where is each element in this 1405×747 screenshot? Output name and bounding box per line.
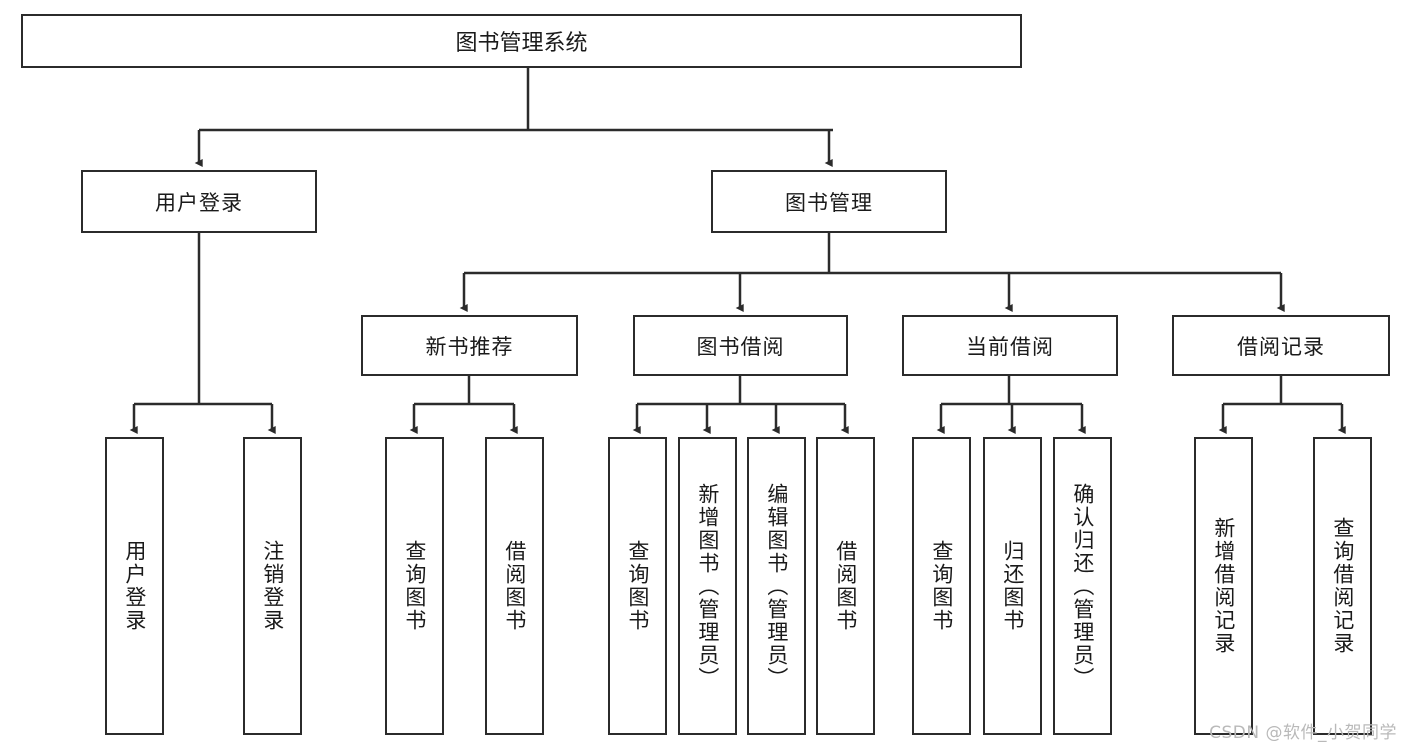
node-label: 新书推荐 [425,334,514,359]
node-label: 图书管理系统 [455,31,588,56]
node-book-management[interactable]: 图书管理 [711,170,947,233]
node-label: 用户登录 [155,190,243,215]
node-label: 图书借阅 [696,334,785,359]
node-label: 确认归还（管理员） [1070,482,1095,690]
node-label: 查询图书 [929,540,954,632]
node-label: 图书管理 [785,190,873,215]
node-label: 新增图书（管理员） [695,482,720,690]
leaf-borrow-add-book-admin[interactable]: 新增图书（管理员） [678,437,737,735]
node-label: 归还图书 [1000,540,1025,632]
node-label: 查询借阅记录 [1330,517,1355,655]
leaf-current-confirm-return-admin[interactable]: 确认归还（管理员） [1053,437,1112,735]
leaf-user-login-signin[interactable]: 用户登录 [105,437,164,735]
node-user-login[interactable]: 用户登录 [81,170,317,233]
node-label: 当前借阅 [966,334,1054,359]
node-book-borrow[interactable]: 图书借阅 [633,315,848,376]
leaf-borrow-query-book[interactable]: 查询图书 [608,437,667,735]
leaf-records-query-record[interactable]: 查询借阅记录 [1313,437,1372,735]
leaf-user-login-signout[interactable]: 注销登录 [243,437,302,735]
leaf-current-query-book[interactable]: 查询图书 [912,437,971,735]
node-label: 查询图书 [625,540,650,632]
watermark-text: CSDN @软件_小贺同学 [1209,723,1397,743]
node-label: 借阅记录 [1237,334,1325,359]
node-label: 查询图书 [402,540,427,632]
node-label: 注销登录 [260,540,285,632]
node-label: 新增借阅记录 [1211,517,1236,655]
node-current-borrow[interactable]: 当前借阅 [902,315,1118,376]
leaf-records-add-record[interactable]: 新增借阅记录 [1194,437,1253,735]
leaf-current-return-book[interactable]: 归还图书 [983,437,1042,735]
node-label: 编辑图书（管理员） [764,482,789,690]
leaf-recommend-query-book[interactable]: 查询图书 [385,437,444,735]
node-label: 借阅图书 [502,540,527,632]
node-label: 借阅图书 [833,540,858,632]
leaf-borrow-borrow-book[interactable]: 借阅图书 [816,437,875,735]
node-new-book-recommend[interactable]: 新书推荐 [361,315,578,376]
node-borrow-records[interactable]: 借阅记录 [1172,315,1390,376]
node-root-system[interactable]: 图书管理系统 [21,14,1022,68]
leaf-borrow-edit-book-admin[interactable]: 编辑图书（管理员） [747,437,806,735]
node-label: 用户登录 [122,540,147,632]
leaf-recommend-borrow-book[interactable]: 借阅图书 [485,437,544,735]
